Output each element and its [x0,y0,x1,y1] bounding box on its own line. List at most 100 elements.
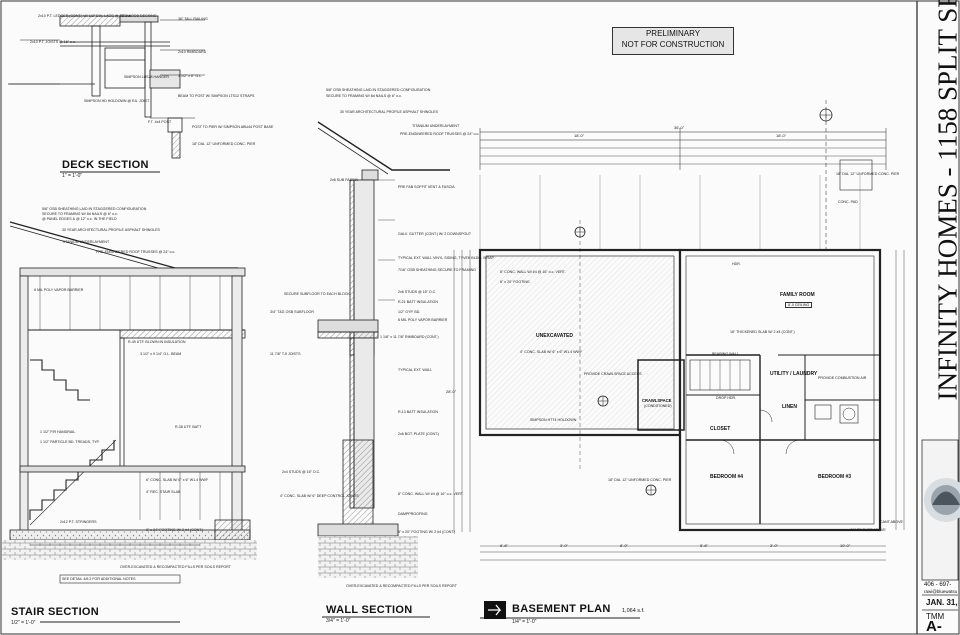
preliminary-stamp: PRELIMINARY NOT FOR CONSTRUCTION [612,27,734,55]
room-linen: LINEN [782,404,797,410]
deck-section-drawing [8,15,205,173]
title-block-sheet: A- [926,618,942,635]
wall-section-scale: 3/4" = 1'-0" [326,618,351,624]
plan-note: HDR. [732,262,741,266]
wall-note: PRE-ENGINEERED ROOF TRUSSES @ 24" o.c. [400,132,480,136]
deck-note: BEAM TO POST W/ SIMPSON LTS12 STRAPS [178,94,255,98]
wall-note: 8" x 20" FOOTING W/ 2 #4 (CONT.) [398,530,456,534]
title-block-project: INFINITY HOMES - 1158 SPLIT SPEC. [918,0,960,425]
dim-bottom: 3'-0" [770,543,778,548]
deck-section-title: DECK SECTION [62,159,149,171]
room-closet: CLOSET [710,426,731,432]
plan-note: CANTILEVER ABOVE [850,528,886,532]
deck-note: 36" TALL RAILING [178,17,208,21]
company-logo [924,478,960,522]
stair-note: 1 1/2" FIR HANDRAIL [40,430,76,434]
stair-note: 4" REC. STAIR SLAB [146,490,181,494]
room-unexcavated: UNEXCAVATED [536,333,573,339]
wall-note: 11 7/8" TJI JOISTS [270,352,301,356]
wall-note: 2x6 BOT. PLATE (CONT.) [398,432,440,436]
room-bedroom-4: BEDROOM #4 [710,474,744,480]
stair-note: TITANIUM UNDERLAYMENT [62,240,110,244]
title-block-phone: 406 - 697- [924,582,952,588]
wall-note: 4" CONC. SLAB W/ 6" DEEP CONTROL JOINTS [280,494,359,498]
stair-note: 6 MIL POLY VAPOR BARRIER [34,288,84,292]
stair-note: R-38 UTF. BATT [175,425,202,429]
stair-section-drawing [2,221,257,623]
dim-top-b: 18'-0" [776,133,787,138]
wall-note: SECURE TO FRAMING W/ 8d NAILS @ 6" o.c. [326,94,402,98]
wall-section-title: WALL SECTION [326,604,413,616]
stair-note: 30 YEAR ARCHITECTURAL PROFILE ASPHALT SH… [62,228,160,232]
stair-note: 1 1/2" PARTICLE BD. TREADS, TYP. [40,440,100,444]
deck-note: REDWOOD DECKING [120,14,157,18]
plan-note: 18" DIA. 12" UNFORMED CONC. PIER [608,478,672,482]
wall-note: TYPICAL EXT. WALL VINYL SIDING, TYVEK BL… [398,256,494,260]
stair-note: OVER-EXCAVATED & RECOMPACTED FILLS PER S… [120,565,231,569]
plan-note: PROVIDE CRAWLSPACE ACCESS [584,372,642,376]
deck-note: 1 1/2" x 6" G.L. [178,74,203,78]
dim-bottom: 3'-0" [560,543,568,548]
basement-plan-drawing [453,100,905,619]
dim-bottom: 10'-0" [840,543,851,548]
title-block-date: JAN. 31, [926,598,958,607]
wall-note: 7/16" OSB SHEATHING SECURE TO FRAMING [398,268,476,272]
plan-note: PROVIDE COMBUSTION AIR [818,376,867,380]
plan-note: 4" CONC. SLAB W/ 6" x 6" W1.4 WWF [520,350,583,354]
stair-note: 3 1/2" x 9 1/4" G.L. BEAM [140,352,182,356]
deck-note: POST TO PIER W/ SIMPSON ABU44 POST BASE [192,125,274,129]
title-block-email: rawi@bluewatsu [924,589,958,594]
wall-note: TYPICAL EXT. WALL [398,368,433,372]
stair-note: 6" CONC. SLAB W/ 6" x 6" W1.4 WWF [146,478,209,482]
deck-section-scale: 1" = 1'-0" [62,173,83,179]
wall-note: TITANIUM UNDERLAYMENT [412,124,460,128]
plan-note: SIMPSON HTT4 HOLDOWN [530,418,577,422]
wall-note: R-13 BATT INSULATION [398,410,438,414]
project-title: INFINITY HOMES - 1158 SPLIT SPEC. [932,0,960,401]
plan-note: 18" DIA. 12" UNFORMED CONC. PIER [836,172,900,176]
wall-note: 8" CONC. WALL W/ #4 @ 16" o.c. VERT. [398,492,464,496]
dim-left: 28'-0" [446,389,457,394]
wall-note: 1/2" GYP. BD. [398,310,421,314]
wall-note: 2x6 STUDS @ 16" O.C. [398,290,437,294]
wall-section-drawing [317,121,450,618]
wall-note: 2x6 SUB FASCIA [330,178,358,182]
wall-note: R-21 BATT INSULATION [398,300,438,304]
wall-note: 30 YEAR ARCHITECTURAL PROFILE ASPHALT SH… [340,110,438,114]
wall-note: SECURE SUBFLOOR TO EACH BLOCK [284,292,350,296]
stamp-line-2: NOT FOR CONSTRUCTION [621,40,725,49]
deck-note: 2x10 P.T. JOISTS @ 16" o.c. [30,40,76,44]
stair-note: PRE-ENGINEERED ROOF TRUSSES @ 24" o.c. [96,250,176,254]
plan-note: 16" THICKENED SLAB W/ 2 #4 (CONT.) [730,330,795,334]
stair-note: SECURE TO FRAMING W/ 8d NAILS @ 6" o.c. [42,212,118,216]
deck-note: 18" DIA. 12" UNFORMED CONC. PIER [192,142,256,146]
plan-note: CONC. PAD [838,200,858,204]
stair-note: R-49 UTF. BLOWN IN INSULATION [128,340,186,344]
deck-note: SIMPSON HD HOLDOWN @ EA. JOIST [84,99,150,103]
room-utility: UTILITY / LAUNDRY [770,371,818,377]
plan-note: 8" CONC. WALL W/ #4 @ 16" o.c. VERT. [500,270,566,274]
basement-plan-title: BASEMENT PLAN [512,603,611,615]
ceiling-tag: 8'-0 CEILING [785,302,813,308]
stair-note: 8" x 24" FOOTING W/ 2 #4 (CONT.) [146,528,204,532]
basement-plan-area: 1,064 s.f. [622,608,645,614]
deck-note: F.T. 4x4 POST [148,120,172,124]
stair-section-scale: 1/2" = 1'-0" [11,620,36,626]
deck-note: 2x10 P.T. LEDGER (CONT.) W/ 1/2" DIA. LA… [38,14,132,18]
dim-top-a: 18'-0" [574,133,585,138]
plan-note: 8" x 20" FOOTING [500,280,530,284]
wall-note: GALV. GUTTER (CONT.) W/ 2 DOWNSPOUT [398,232,472,236]
stair-note: 2x12 P.T. STRINGERS [60,520,97,524]
stair-note: @ PANEL EDGES & @ 12" o.c. IN THE FIELD [42,217,117,221]
plan-note: DROP HDR. [716,396,737,400]
room-bedroom-3: BEDROOM #3 [818,474,852,480]
wall-note: 5/8" OSB SHEATHING LAID IN STAGGERED CON… [326,88,431,92]
dim-overall: 36'-0" [674,125,685,130]
wall-note: OVER-EXCAVATED & RECOMPACTED FILLS PER S… [346,584,457,588]
room-crawlspace: CRAWLSPACE [642,398,672,403]
stair-note: 5/8" OSB SHEATHING LAID IN STAGGERED CON… [42,207,147,211]
wall-note: 6 MIL POLY VAPOR BARRIER [398,318,448,322]
stair-section-title: STAIR SECTION [11,606,100,618]
